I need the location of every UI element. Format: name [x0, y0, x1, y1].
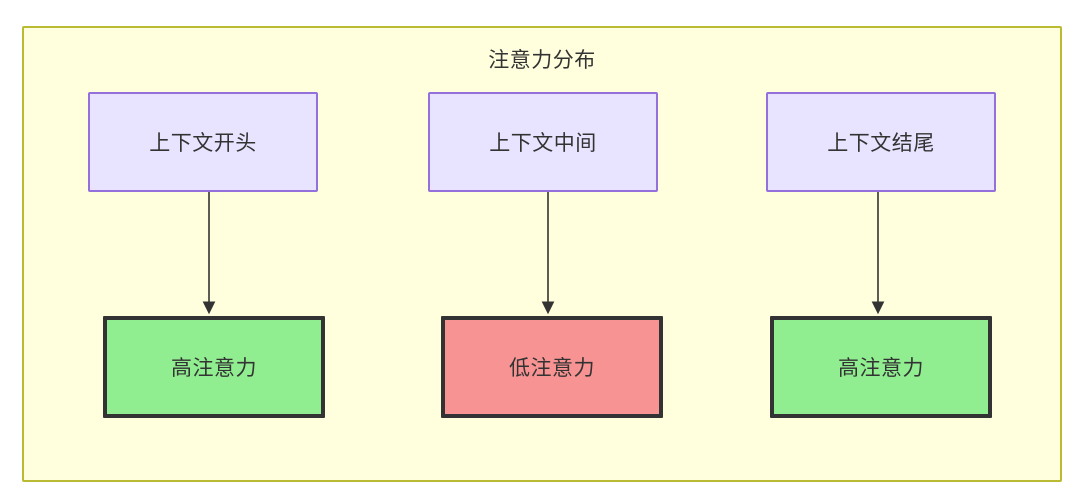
node-label: 低注意力 [509, 357, 595, 380]
node-label: 高注意力 [838, 357, 924, 380]
node-label: 上下文开头 [149, 132, 257, 155]
subgraph-title: 注意力分布 [488, 49, 596, 72]
node-label: 上下文结尾 [827, 132, 935, 155]
node-outcome-end-high-attention[interactable]: 高注意力 [770, 316, 992, 418]
node-context-middle[interactable]: 上下文中间 [428, 92, 658, 192]
node-outcome-middle-low-attention[interactable]: 低注意力 [441, 316, 663, 418]
node-context-start[interactable]: 上下文开头 [88, 92, 318, 192]
node-context-end[interactable]: 上下文结尾 [766, 92, 996, 192]
node-label: 上下文中间 [489, 132, 597, 155]
node-outcome-start-high-attention[interactable]: 高注意力 [103, 316, 325, 418]
node-label: 高注意力 [171, 357, 257, 380]
